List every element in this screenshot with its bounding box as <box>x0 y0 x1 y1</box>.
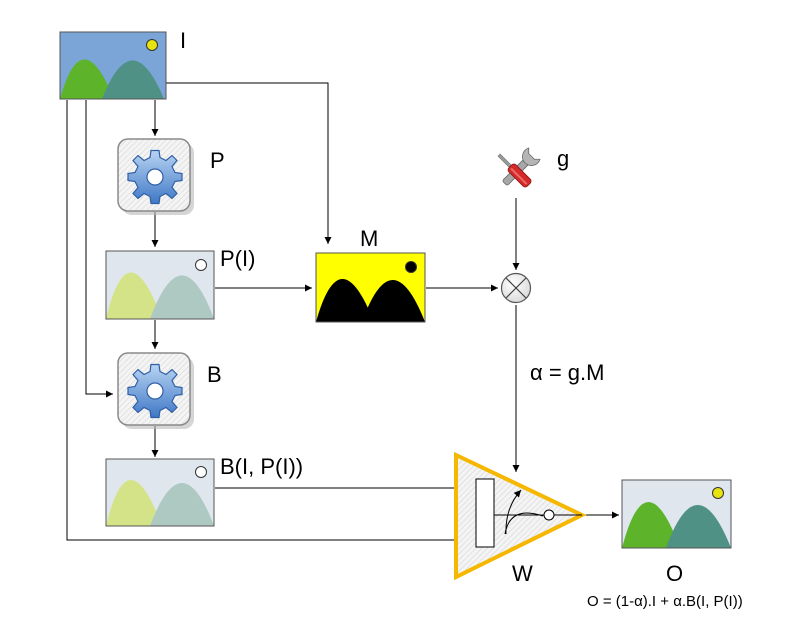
gear-icon-b <box>117 352 194 429</box>
node-label-m: M <box>360 226 378 251</box>
tools-icon-g <box>497 147 541 188</box>
gear-icon-p <box>117 138 194 215</box>
node-label-pi: P(I) <box>220 246 255 271</box>
image-icon-input <box>59 31 167 100</box>
edge-i-to-b <box>85 100 113 398</box>
multiply-icon <box>500 272 532 304</box>
node-label-b: B <box>207 362 222 387</box>
node-label-p: P <box>210 148 225 173</box>
node-label-i: I <box>180 28 186 53</box>
image-icon-blended <box>105 458 215 527</box>
image-icon-processed <box>105 250 215 320</box>
image-icon-mask <box>315 252 426 323</box>
node-label-o: O <box>666 561 683 586</box>
node-label-bi: B(I, P(I)) <box>220 454 303 479</box>
alpha-equation: α = g.M <box>530 360 604 385</box>
edge-i-to-w <box>66 100 474 544</box>
amplifier-icon-w <box>454 451 587 581</box>
node-label-w: W <box>512 561 533 586</box>
image-icon-output <box>621 479 732 549</box>
output-equation: O = (1-α).I + α.B(I, P(I)) <box>587 593 743 610</box>
edges <box>66 82 619 544</box>
node-label-g: g <box>557 146 569 171</box>
edge-i-to-m <box>165 82 332 244</box>
